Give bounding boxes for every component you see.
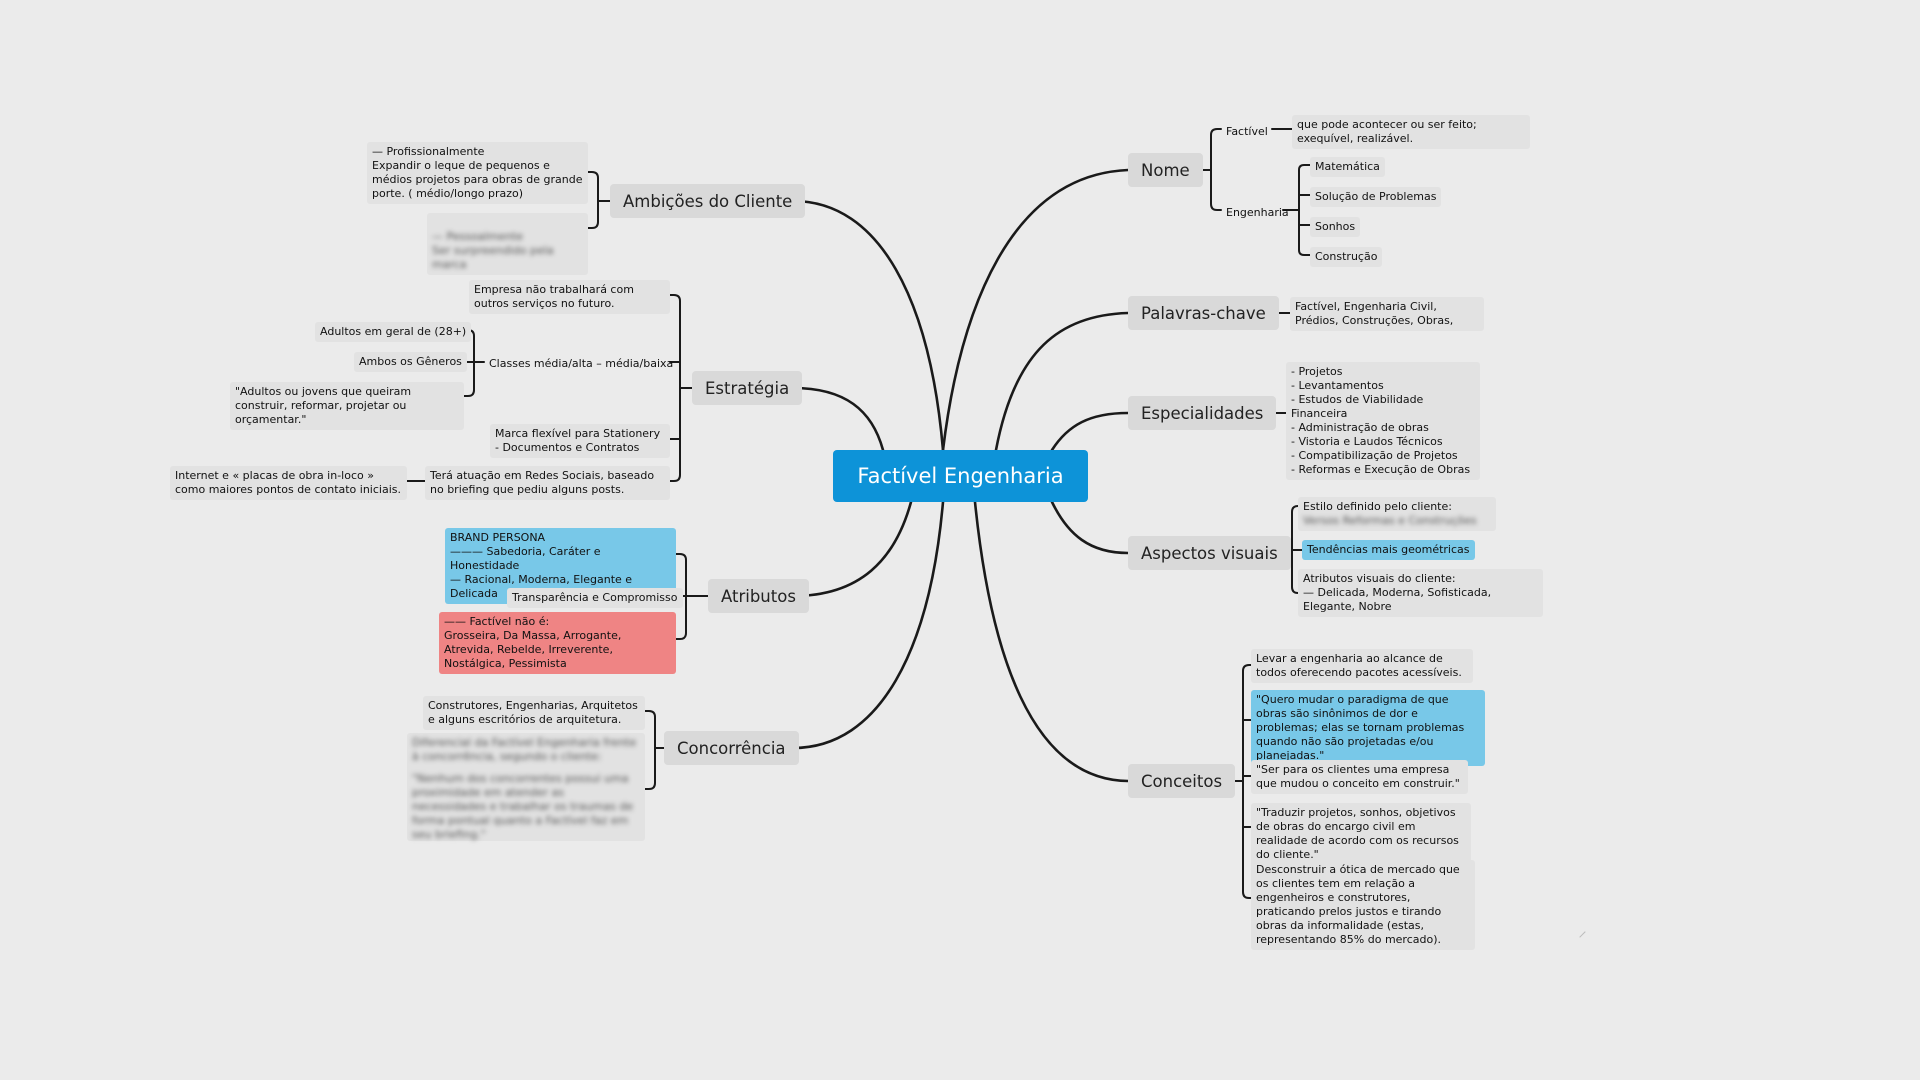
concorrencia-diferencial[interactable]: Diferencial da Factível Engenharia frent… xyxy=(407,733,645,841)
topic-especialidades[interactable]: Especialidades xyxy=(1128,396,1277,430)
estrategia-classes[interactable]: Classes média/alta – média/baixa xyxy=(489,357,674,370)
topic-palavras-chave[interactable]: Palavras-chave xyxy=(1128,296,1279,330)
aspectos-estilo[interactable]: Estilo definido pelo cliente: Versos Ref… xyxy=(1298,497,1496,531)
connector-aspectos xyxy=(1050,500,1130,555)
conceito-item-4[interactable]: "Traduzir projetos, sonhos, objetivos de… xyxy=(1251,803,1471,865)
connector-ambicoes xyxy=(791,199,945,452)
aspectos-tendencias[interactable]: Tendências mais geométricas xyxy=(1302,540,1475,560)
especialidades-list[interactable]: - Projetos - Levantamentos - Estudos de … xyxy=(1286,362,1480,480)
connector-conceitos xyxy=(973,500,1130,783)
topic-conceitos[interactable]: Conceitos xyxy=(1128,764,1236,798)
publico-adultos[interactable]: Adultos em geral de (28+) xyxy=(315,322,472,342)
nome-engenharia[interactable]: Engenharia xyxy=(1226,206,1289,219)
nome-factivel-definition[interactable]: que pode acontecer ou ser feito; exequív… xyxy=(1292,115,1530,149)
topic-ambicoes[interactable]: Ambições do Cliente xyxy=(610,184,806,218)
connector-concorrencia xyxy=(791,500,945,750)
atributos-transparencia[interactable]: Transparência e Compromisso xyxy=(507,588,683,608)
conceito-item-2[interactable]: "Quero mudar o paradigma de que obras sã… xyxy=(1251,690,1485,766)
concorrencia-construtores[interactable]: Construtores, Engenharias, Arquitetos e … xyxy=(423,696,645,730)
ambicoes-pessoal[interactable]: — Pessoalmente Ser surpreendido pela mar… xyxy=(427,213,588,275)
publico-jovens[interactable]: "Adultos ou jovens que queiram construir… xyxy=(230,382,464,430)
topic-estrategia[interactable]: Estratégia xyxy=(692,371,803,405)
central-topic[interactable]: Factível Engenharia xyxy=(833,450,1088,502)
topic-atributos[interactable]: Atributos xyxy=(708,579,809,613)
conceito-item-1[interactable]: Levar a engenharia ao alcance de todos o… xyxy=(1251,649,1473,683)
connector-especialidades xyxy=(1050,411,1130,452)
engenharia-item-matematica[interactable]: Matemática xyxy=(1310,157,1385,177)
ambicoes-pessoal-redacted: — Pessoalmente Ser surpreendido pela mar… xyxy=(432,230,554,271)
topic-nome[interactable]: Nome xyxy=(1128,153,1203,187)
canvas-resize-handle[interactable] xyxy=(1574,926,1586,938)
aspectos-estilo-redacted: Versos Reformas e Construções xyxy=(1303,514,1477,527)
publico-generos[interactable]: Ambos os Gêneros xyxy=(354,352,467,372)
estrategia-marca[interactable]: Marca flexível para Stationery - Documen… xyxy=(490,424,670,458)
connector-atributos xyxy=(791,500,913,598)
topic-aspectos-visuais[interactable]: Aspectos visuais xyxy=(1128,536,1291,570)
estrategia-internet[interactable]: Internet e « placas de obra in-loco » co… xyxy=(170,466,407,500)
topic-concorrencia[interactable]: Concorrência xyxy=(664,731,799,765)
atributos-brand-persona[interactable]: BRAND PERSONA ——— Sabedoria, Caráter e H… xyxy=(445,528,676,604)
atributos-nao-e[interactable]: —— Factível não é: Grosseira, Da Massa, … xyxy=(439,612,676,674)
aspectos-atributos-visuais[interactable]: Atributos visuais do cliente: — Delicada… xyxy=(1298,569,1543,617)
connector-palavras xyxy=(994,311,1130,452)
estrategia-servicos[interactable]: Empresa não trabalhará com outros serviç… xyxy=(469,280,670,314)
engenharia-item-sonhos[interactable]: Sonhos xyxy=(1310,217,1361,237)
connector-estrategia xyxy=(791,386,885,452)
concorrencia-diferencial-redacted-2: "Nenhum dos concorrentes possui uma prox… xyxy=(412,772,634,841)
engenharia-item-solucao[interactable]: Solução de Problemas xyxy=(1310,187,1442,207)
conceito-item-3[interactable]: "Ser para os clientes uma empresa que mu… xyxy=(1251,760,1468,794)
aspectos-estilo-label: Estilo definido pelo cliente: xyxy=(1303,500,1452,513)
conceito-item-5[interactable]: Desconstruir a ótica de mercado que os c… xyxy=(1251,860,1475,950)
estrategia-redes-sociais[interactable]: Terá atuação em Redes Sociais, baseado n… xyxy=(425,466,670,500)
palavras-chave-text[interactable]: Factível, Engenharia Civil, Prédios, Con… xyxy=(1290,297,1484,331)
ambicoes-profissional[interactable]: — Profissionalmente Expandir o leque de … xyxy=(367,142,588,204)
engenharia-item-construcao[interactable]: Construção xyxy=(1310,247,1383,267)
concorrencia-diferencial-redacted-1: Diferencial da Factível Engenharia frent… xyxy=(412,736,637,763)
nome-factivel[interactable]: Factível xyxy=(1226,125,1268,138)
connector-nome xyxy=(941,168,1130,452)
